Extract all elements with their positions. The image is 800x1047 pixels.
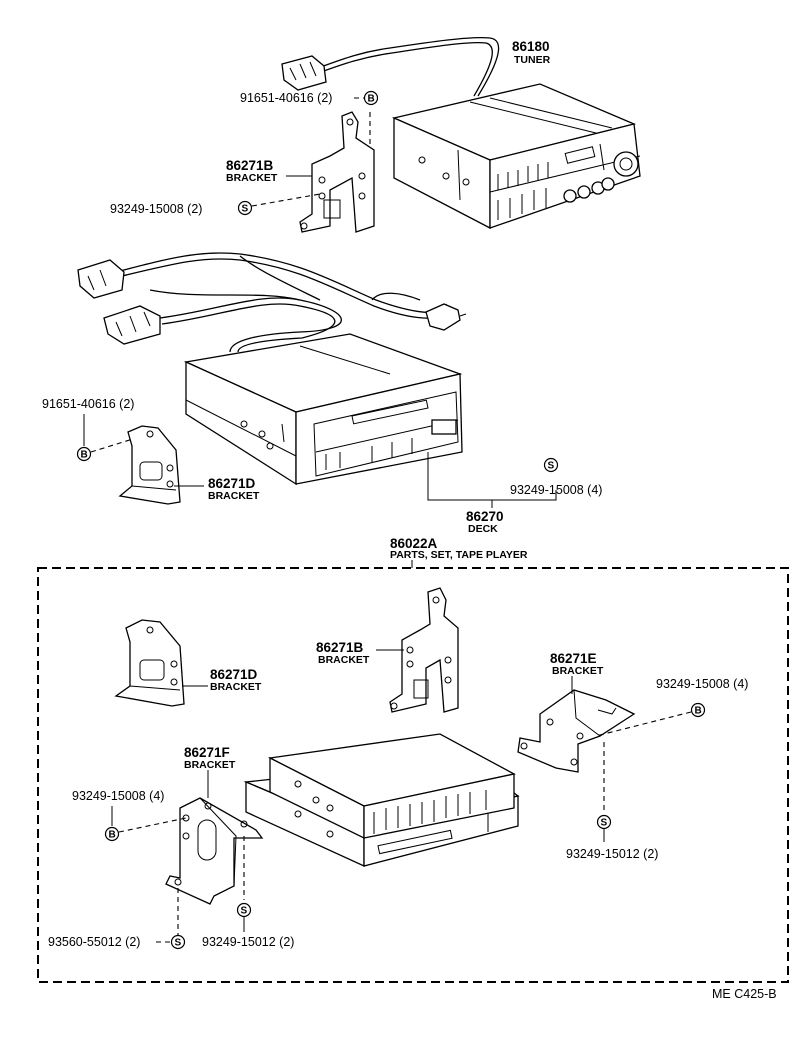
tuner-part-number: 86180 [512, 39, 550, 54]
bracket-b-set-part-number: 86271B [316, 640, 364, 655]
screw-e-ref: 93249-15008 (4) [656, 677, 748, 691]
bolt-s-symbol: S [237, 200, 253, 216]
svg-text:B: B [368, 94, 375, 105]
screw-mid-b-symbol: B [76, 446, 92, 462]
tape-player-set-unit [243, 733, 520, 868]
svg-text:S: S [241, 906, 248, 917]
bracket-b-top-part-number: 86271B [226, 158, 274, 173]
svg-text:B: B [109, 830, 116, 841]
bracket-e-set-part-name: BRACKET [552, 665, 604, 677]
bracket-d-set-part-name: BRACKET [210, 681, 262, 693]
screw-f-ref: 93249-15008 (4) [72, 789, 164, 803]
bracket-f-set-part-number: 86271F [184, 745, 230, 760]
svg-text:B: B [695, 706, 702, 717]
diagram-code: ME C425-B [712, 987, 777, 1001]
bolt-top-ref: 93249-15008 (2) [110, 202, 202, 216]
bolt-deck-s-symbol: S [543, 457, 559, 473]
bracket-86271b-top [299, 111, 375, 233]
svg-text:S: S [548, 461, 555, 472]
bolt-f-ref: 93249-15012 (2) [202, 935, 294, 949]
screw-mid-ref: 91651-40616 (2) [42, 397, 134, 411]
bracket-86271d-set [114, 619, 185, 707]
bracket-b-top-part-name: BRACKET [226, 172, 278, 184]
bolt-e-s-symbol: S [596, 814, 612, 830]
svg-text:B: B [81, 450, 88, 461]
deck-unit [77, 252, 467, 486]
bolt-e-ref: 93249-15012 (2) [566, 847, 658, 861]
screw-b-symbol: B [363, 90, 379, 106]
set-part-number: 86022A [390, 536, 438, 551]
bolt-deck-ref: 93249-15008 (4) [510, 483, 602, 497]
set-dashed-boundary [37, 567, 789, 983]
bracket-86271b-set [389, 587, 459, 713]
deck-part-name: DECK [468, 523, 498, 535]
screw-e-b-symbol: B [690, 702, 706, 718]
tuner-part-name: TUNER [514, 54, 551, 66]
svg-text:S: S [242, 204, 249, 215]
deck-part-number: 86270 [466, 509, 504, 524]
bracket-d-top-part-number: 86271D [208, 476, 256, 491]
bracket-86271e-set [517, 689, 636, 773]
nut-f-ref: 93560-55012 (2) [48, 935, 140, 949]
screw-f-b-symbol: B [104, 826, 120, 842]
nut-f-s-symbol: S [170, 934, 186, 950]
bracket-86271f-set [165, 797, 264, 905]
bracket-86271d-top [118, 425, 181, 505]
bracket-d-top-part-name: BRACKET [208, 490, 260, 502]
tuner-unit [281, 36, 641, 230]
bracket-b-set-part-name: BRACKET [318, 654, 370, 666]
svg-text:S: S [175, 938, 182, 949]
screw-top-ref: 91651-40616 (2) [240, 91, 332, 105]
svg-text:S: S [601, 818, 608, 829]
bracket-f-set-part-name: BRACKET [184, 759, 236, 771]
bracket-e-set-part-number: 86271E [550, 651, 597, 666]
bracket-d-set-part-number: 86271D [210, 667, 258, 682]
bolt-f-s-symbol: S [236, 902, 252, 918]
set-part-name: PARTS, SET, TAPE PLAYER [390, 549, 528, 561]
